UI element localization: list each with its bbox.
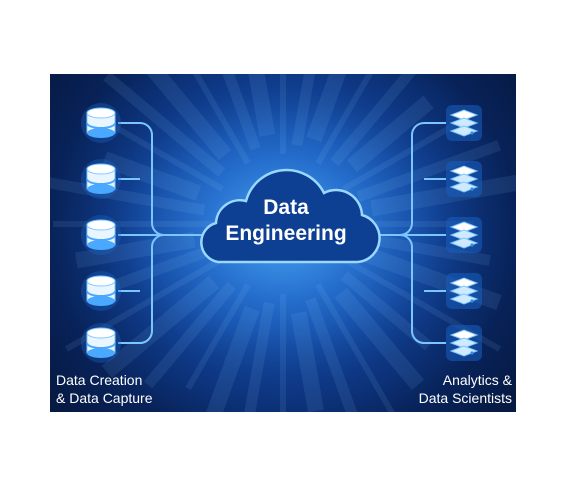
server-icon: [446, 325, 482, 361]
server-icon: [446, 217, 482, 253]
left-connectors: [118, 122, 206, 344]
right-connector-line: [399, 234, 446, 344]
server-icon: [446, 105, 482, 141]
server-icon: [446, 273, 482, 309]
left-caption-line-2: & Data Capture: [56, 390, 153, 406]
cloud-shape: [200, 168, 381, 264]
cloud-title-line-2: Engineering: [225, 222, 347, 245]
right-caption-line-2: Data Scientists: [418, 390, 512, 406]
cloud-title: Data Engineering: [206, 195, 366, 247]
database-icon: [81, 159, 121, 199]
database-icon: [81, 103, 121, 143]
cloud-title-line-1: Data: [263, 196, 309, 219]
database-icon: [81, 215, 121, 255]
right-caption-line-1: Analytics &: [442, 372, 512, 388]
right-caption: Analytics & Data Scientists: [419, 371, 512, 407]
left-caption: Data Creation & Data Capture: [56, 371, 153, 407]
right-icon-column: [446, 105, 482, 361]
left-connector-line: [118, 234, 165, 344]
database-icon: [81, 323, 121, 363]
left-icon-column: [81, 103, 121, 363]
server-icon: [446, 161, 482, 197]
database-icon: [81, 271, 121, 311]
left-caption-line-1: Data Creation: [56, 372, 143, 388]
